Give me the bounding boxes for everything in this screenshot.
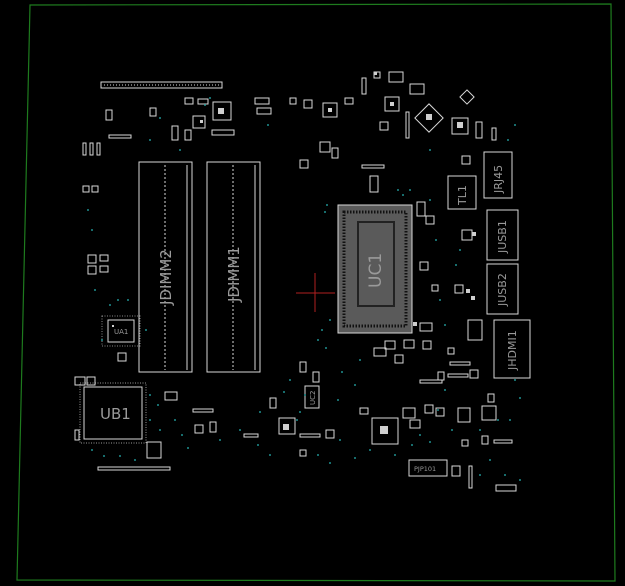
chip-uc2[interactable]: UC2 xyxy=(304,385,320,409)
chip-ub1[interactable]: UB1 xyxy=(79,382,147,444)
jumper-pjp101[interactable]: PJP101 xyxy=(408,459,448,477)
jusb1-label: JUSB1 xyxy=(496,220,509,254)
jrj45-label: JRJ45 xyxy=(492,165,505,194)
ua1-label: UA1 xyxy=(114,328,128,336)
crosshair-cursor xyxy=(296,273,335,312)
connector-jrj45[interactable]: JRJ45 xyxy=(483,151,513,199)
pads-misc xyxy=(112,72,476,434)
vias xyxy=(87,97,521,481)
connector-jusb1[interactable]: JUSB1 xyxy=(486,209,519,261)
connector-jusb2[interactable]: JUSB2 xyxy=(486,263,519,315)
jhdmi1-label: JHDMI1 xyxy=(506,330,519,371)
uc2-label: UC2 xyxy=(309,391,317,405)
connector-jhdmi1[interactable]: JHDMI1 xyxy=(493,319,531,379)
chip-ua1[interactable]: UA1 xyxy=(101,315,141,347)
jdimm2-label: JDIMM2 xyxy=(157,249,175,306)
cpu-uc1[interactable]: UC1 xyxy=(337,204,413,334)
components-misc xyxy=(74,71,517,492)
uc1-label: UC1 xyxy=(366,253,386,288)
tl1-label: TL1 xyxy=(456,185,469,206)
top-connector xyxy=(100,81,223,89)
board-outline xyxy=(16,3,616,582)
ub1-label: UB1 xyxy=(100,405,131,423)
jdimm1-label: JDIMM1 xyxy=(225,246,243,303)
dimm-slot-jdimm1[interactable]: JDIMM1 xyxy=(206,161,261,373)
jusb2-label: JUSB2 xyxy=(496,273,509,307)
pjp101-label: PJP101 xyxy=(414,465,436,473)
dimm-slot-jdimm2[interactable]: JDIMM2 xyxy=(138,161,193,373)
connector-tl1[interactable]: TL1 xyxy=(447,175,477,210)
